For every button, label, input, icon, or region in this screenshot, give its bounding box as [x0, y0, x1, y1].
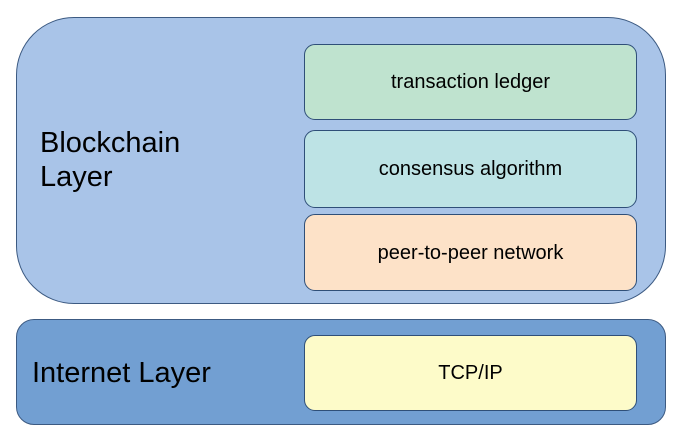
internet-layer: Internet Layer TCP/IP — [16, 319, 666, 425]
peer-to-peer-network-label: peer-to-peer network — [377, 241, 564, 264]
consensus-algorithm-label: consensus algorithm — [378, 158, 563, 180]
blockchain-layer-title: Blockchain Layer — [40, 127, 181, 193]
peer-to-peer-network-box: peer-to-peer network — [304, 214, 637, 291]
transaction-ledger-box: transaction ledger — [304, 44, 637, 120]
tcp-ip-label: TCP/IP — [438, 362, 503, 384]
transaction-ledger-label: transaction ledger — [391, 71, 550, 93]
internet-layer-title: Internet Layer — [32, 357, 211, 389]
tcp-ip-box: TCP/IP — [304, 335, 637, 411]
consensus-algorithm-box: consensus algorithm — [304, 130, 637, 208]
blockchain-layer: Blockchain Layer transaction ledger cons… — [16, 17, 666, 304]
